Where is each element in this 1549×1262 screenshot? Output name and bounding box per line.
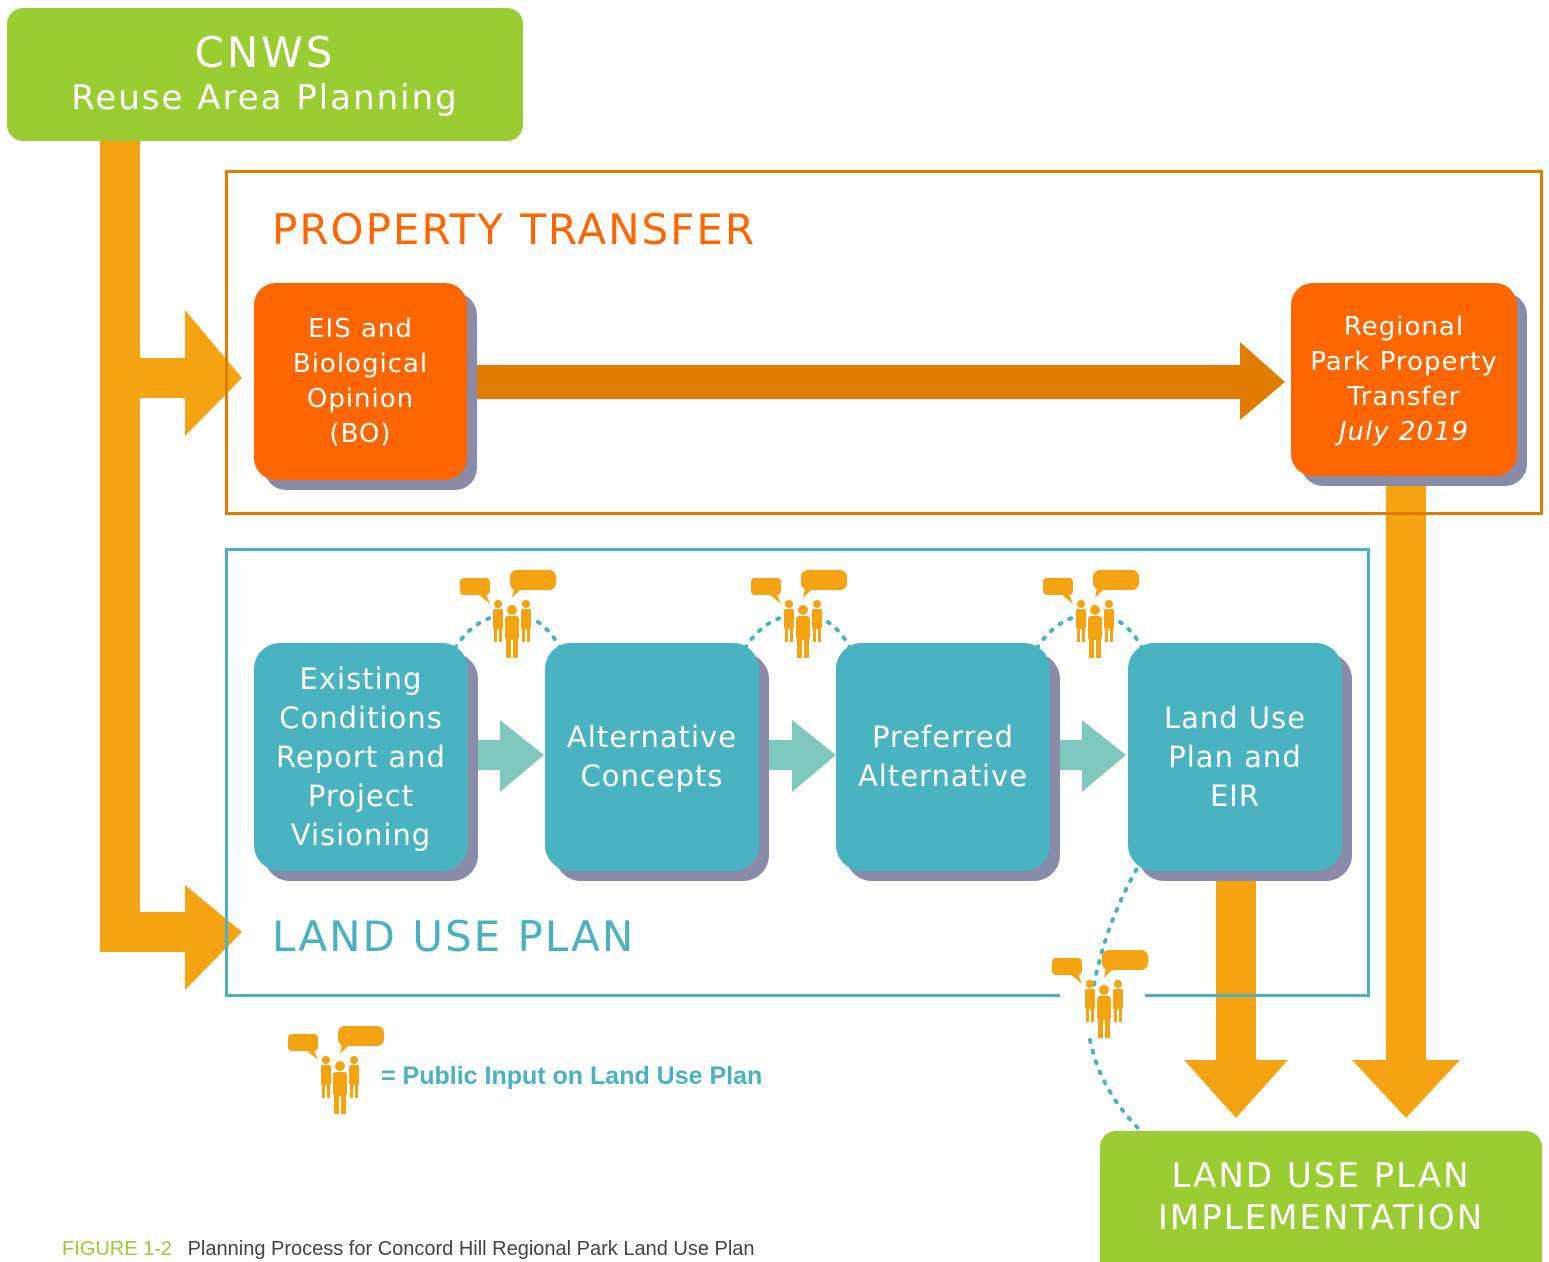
property-transfer-title: PROPERTY TRANSFER (272, 205, 757, 254)
eis-line-3: Opinion (306, 383, 415, 414)
down-arrow-eir-head (1184, 1060, 1288, 1118)
public-input-icon-4 (1052, 950, 1148, 1038)
transfer-line-1: Regional (1343, 311, 1465, 342)
public-input-icon-1 (460, 570, 556, 658)
figure-label: FIGURE 1-2 (62, 1238, 173, 1260)
cnws-subtitle: Reuse Area Planning (71, 77, 459, 118)
figure-caption: FIGURE 1-2 Planning Process for Concord … (62, 1238, 755, 1261)
step2-line-1: Alternative (566, 720, 738, 754)
implementation-line-1: LAND USE PLAN (1171, 1155, 1471, 1196)
branch-arrow-eis-head (185, 310, 242, 436)
step-preferred-alternative: Preferred Alternative (836, 643, 1050, 871)
cnws-header: CNWS Reuse Area Planning (7, 8, 523, 141)
transfer-line-3: Transfer (1347, 381, 1461, 412)
public-input-icon-2 (751, 570, 847, 658)
land-use-plan-title: LAND USE PLAN (272, 912, 636, 961)
step-arrow-2-head (792, 720, 836, 792)
step2-line-2: Concepts (580, 759, 724, 793)
step4-line-3: EIR (1209, 778, 1261, 813)
transfer-arrow-head (1240, 342, 1285, 420)
eis-box: EIS and Biological Opinion (BO) (254, 283, 467, 480)
cnws-title: CNWS (194, 27, 336, 77)
down-arrow-transfer-head (1352, 1060, 1460, 1118)
step1-line-5: Visioning (290, 817, 432, 852)
figure-title: Planning Process for Concord Hill Region… (187, 1238, 755, 1260)
regional-park-transfer-box: Regional Park Property Transfer July 201… (1291, 283, 1517, 476)
branch-arrow-lup-shaft (100, 912, 190, 952)
step-alternative-concepts: Alternative Concepts (545, 643, 759, 871)
transfer-date: July 2019 (1338, 416, 1470, 447)
implementation-line-2: IMPLEMENTATION (1157, 1197, 1485, 1238)
eis-line-1: EIS and (308, 313, 413, 344)
public-input-icon-3 (1043, 570, 1139, 658)
step3-line-1: Preferred (871, 720, 1015, 754)
implementation-box: LAND USE PLAN IMPLEMENTATION (1100, 1131, 1542, 1262)
step1-line-4: Project (307, 778, 415, 813)
step1-line-3: Report and (276, 739, 446, 774)
step-arrow-1-head (500, 720, 544, 792)
step3-line-2: Alternative (857, 759, 1029, 793)
legend-text: = Public Input on Land Use Plan (381, 1062, 763, 1090)
down-arrow-transfer-shaft (1386, 475, 1426, 1065)
transfer-arrow-shaft (465, 365, 1245, 399)
step4-line-1: Land Use (1163, 700, 1307, 735)
step1-line-1: Existing (299, 661, 423, 696)
property-transfer-frame (225, 170, 1543, 515)
step-land-use-plan-eir: Land Use Plan and EIR (1128, 643, 1342, 871)
step-existing-conditions: Existing Conditions Report and Project V… (254, 643, 468, 871)
trunk-arrow-shaft (100, 140, 140, 952)
step4-line-2: Plan and (1168, 739, 1302, 774)
transfer-line-2: Park Property (1310, 346, 1498, 377)
land-use-plan-frame (225, 548, 1370, 997)
step-arrow-3-head (1082, 720, 1126, 792)
down-arrow-eir-shaft (1216, 872, 1256, 1062)
branch-arrow-eis-shaft (100, 358, 190, 398)
eis-line-4: (BO) (329, 418, 392, 449)
legend-public-input-icon (288, 1026, 384, 1114)
branch-arrow-lup-head (185, 885, 242, 990)
step1-line-2: Conditions (279, 700, 443, 735)
eis-line-2: Biological (292, 348, 429, 379)
